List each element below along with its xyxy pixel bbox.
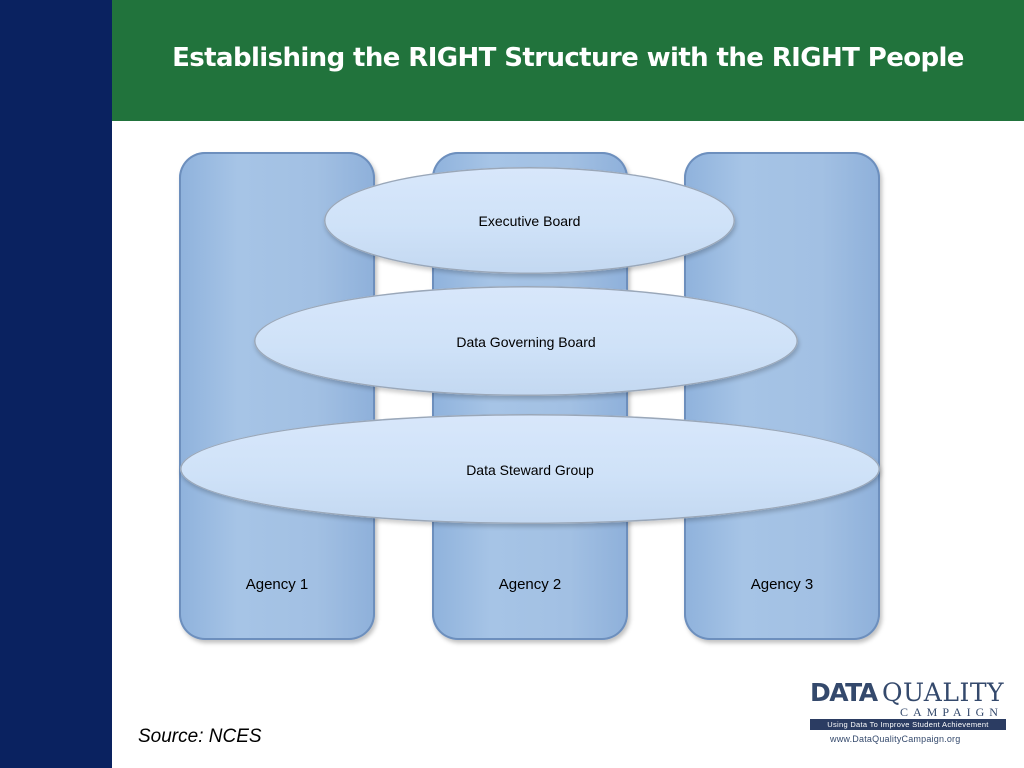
source-caption: Source: NCES: [138, 726, 262, 747]
data-quality-campaign-logo: DATA QUALITY CAMPAIGN Using Data To Impr…: [808, 678, 1014, 750]
agency-label-3: Agency 3: [750, 576, 814, 593]
data-governing-board-label: Data Governing Board: [456, 334, 596, 350]
logo-tagline: Using Data To Improve Student Achievemen…: [810, 719, 1006, 730]
logo-url: www.DataQualityCampaign.org: [830, 734, 961, 744]
data-steward-group-label: Data Steward Group: [466, 462, 594, 478]
data-governing-board-ellipse: Data Governing Board: [254, 286, 798, 396]
slide-title: Establishing the RIGHT Structure with th…: [172, 43, 964, 73]
agency-label-2: Agency 2: [498, 576, 562, 593]
agency-label-1: Agency 1: [245, 576, 309, 593]
logo-word-data: DATA: [810, 678, 878, 707]
logo-word-campaign: CAMPAIGN: [900, 705, 1003, 719]
executive-board-label: Executive Board: [478, 213, 581, 229]
data-steward-group-ellipse: Data Steward Group: [180, 414, 880, 524]
left-accent-bar: [0, 0, 112, 768]
executive-board-ellipse: Executive Board: [324, 167, 735, 274]
logo-word-quality: QUALITY: [882, 678, 1005, 707]
title-banner: [112, 0, 1024, 121]
